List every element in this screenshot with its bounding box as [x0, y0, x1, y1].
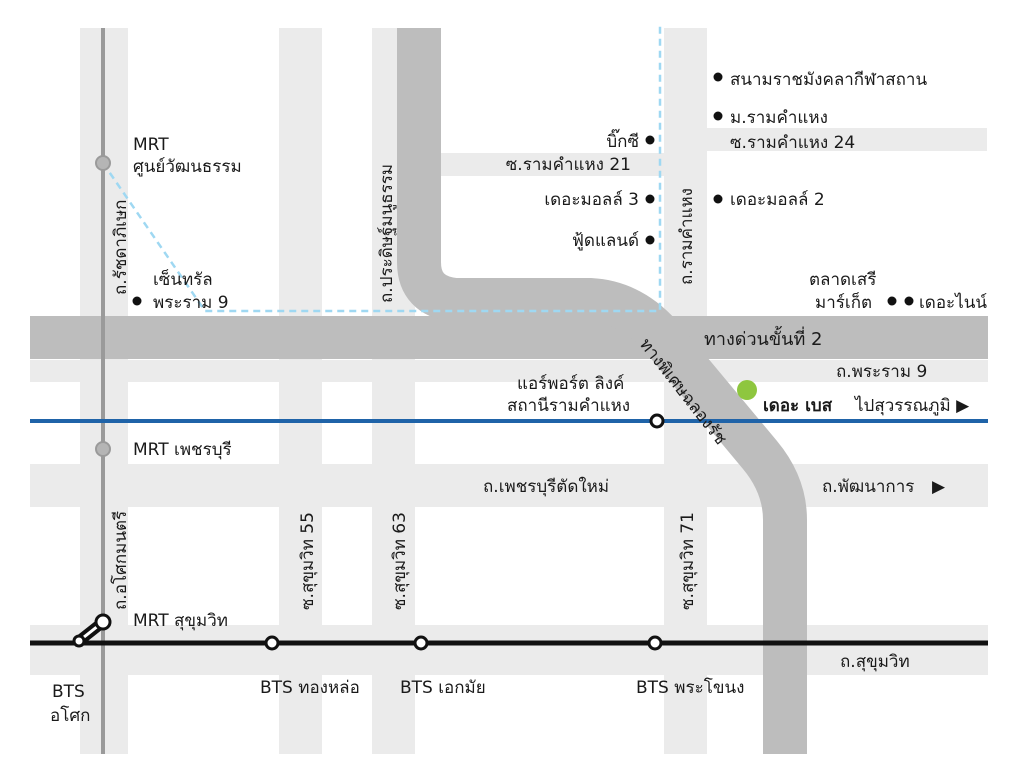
road-ramkhamhaeng-soi-21 — [440, 153, 664, 176]
bts-thonglor-marker — [264, 635, 280, 651]
label-ramkhamhaeng-soi-21: ซ.รามคำแหง 21 — [506, 155, 631, 175]
ramkhamhaeng-university-dot — [713, 111, 723, 121]
label-mrt-phetchaburi: MRT เพชรบุรี — [133, 440, 232, 460]
central-dot — [132, 296, 142, 306]
label-ramkhamhaeng-soi-24: ซ.รามคำแหง 24 — [730, 133, 855, 153]
label-asok-montri: ถ.อโศกมนตรี — [110, 511, 131, 610]
label-pradit-manutham: ถ.ประดิษฐ์มนูธรรม — [377, 164, 397, 303]
landmark-labels: สนามราชมังคลากีฬาสถาน ม.รามคำแหง บิ๊กซี … — [153, 70, 987, 416]
airport-link-ramkhamhaeng-marker — [649, 413, 665, 429]
label-foodland: ฟู้ดแลนด์ — [572, 231, 639, 251]
bts-ekkamai-marker — [413, 635, 429, 651]
phatthanakan-arrow-icon: ▶ — [932, 477, 946, 497]
label-bts-ekkamai: BTS เอกมัย — [400, 678, 486, 698]
road-ramkhamhaeng-soi-24 — [707, 128, 987, 151]
mrt-cultural-center-marker — [95, 155, 111, 171]
label-rama-9: ถ.พระราม 9 — [836, 362, 927, 382]
label-bts-thonglor: BTS ทองหล่อ — [260, 678, 360, 698]
label-talad-seri-2: มาร์เก็ต — [815, 291, 872, 313]
label-sukhumvit-55: ซ.สุขุมวิท 55 — [298, 512, 318, 610]
foodland-dot — [645, 235, 655, 245]
label-ratchadaphisek: ถ.รัชดาภิเษก — [111, 200, 131, 295]
bts-asok-marker — [72, 634, 86, 648]
label-expressway-2: ทางด่วนขั้นที่ 2 — [704, 326, 823, 350]
the-mall-3-dot — [645, 194, 655, 204]
label-rajamangala-stadium: สนามราชมังคลากีฬาสถาน — [730, 70, 927, 90]
label-sukhumvit: ถ.สุขุมวิท — [840, 652, 910, 672]
label-ramkhamhaeng-university: ม.รามคำแหง — [730, 108, 828, 128]
label-phatthanakan: ถ.พัฒนาการ — [822, 477, 914, 497]
talad-seri-dot — [887, 296, 897, 306]
label-airport-link-2: สถานีรามคำแหง — [507, 396, 630, 416]
the-nine-dot — [904, 296, 914, 306]
station-labels: MRT ศูนย์วัฒนธรรม MRT เพชรบุรี MRT สุขุม… — [50, 135, 970, 726]
horizontal-road-labels: ซ.รามคำแหง 24 ซ.รามคำแหง 21 ทางด่วนขั้นท… — [483, 133, 946, 672]
label-big-c: บิ๊กซี — [606, 128, 639, 152]
mrt-sukhumvit-marker — [94, 613, 112, 631]
label-bts-phra-khanong: BTS พระโขนง — [636, 677, 744, 698]
label-mrt-cultural-center-1: MRT — [133, 135, 169, 155]
road-sukhumvit — [30, 625, 988, 675]
station-markers — [72, 155, 757, 651]
label-central-1: เซ็นทรัล — [153, 268, 213, 290]
label-airport-link-1: แอร์พอร์ต ลิงค์ — [517, 374, 624, 394]
mrt-phetchaburi-marker — [95, 441, 111, 457]
minor-roads — [30, 28, 988, 754]
big-c-dot — [645, 135, 655, 145]
label-petchaburi-tat-mai: ถ.เพชรบุรีตัดใหม่ — [483, 476, 609, 497]
expressway-2 — [30, 316, 988, 359]
the-base-project-marker — [737, 380, 757, 400]
label-bts-asok-2: อโศก — [50, 705, 90, 726]
label-mrt-sukhumvit: MRT สุขุมวิท — [133, 611, 228, 631]
label-mrt-cultural-center-2: ศูนย์วัฒนธรรม — [133, 157, 242, 177]
road-rama-9 — [30, 360, 988, 382]
label-to-suvarnabhumi: ไปสุวรรณภูมิ ▶ — [853, 395, 970, 416]
label-talad-seri-1: ตลาดเสรี — [809, 270, 876, 290]
rajamangala-dot — [713, 72, 723, 82]
landmark-dots — [132, 72, 914, 306]
bts-phra-khanong-marker — [647, 635, 663, 651]
label-ramkhamhaeng: ถ.รามคำแหง — [677, 188, 697, 285]
label-the-mall-3: เดอะมอลล์ 3 — [544, 190, 639, 210]
road-petchaburi-tat-mai — [30, 464, 988, 507]
label-sukhumvit-71: ซ.สุขุมวิท 71 — [678, 512, 698, 610]
label-sukhumvit-63: ซ.สุขุมวิท 63 — [390, 512, 410, 610]
label-the-mall-2: เดอะมอลล์ 2 — [730, 190, 825, 210]
label-the-nine: เดอะไนน์ — [919, 292, 987, 313]
label-the-base: เดอะ เบส — [763, 396, 833, 416]
label-bts-asok-1: BTS — [52, 682, 85, 702]
label-central-2: พระราม 9 — [153, 293, 229, 313]
the-mall-2-dot — [713, 194, 723, 204]
dashed-route — [101, 22, 662, 313]
